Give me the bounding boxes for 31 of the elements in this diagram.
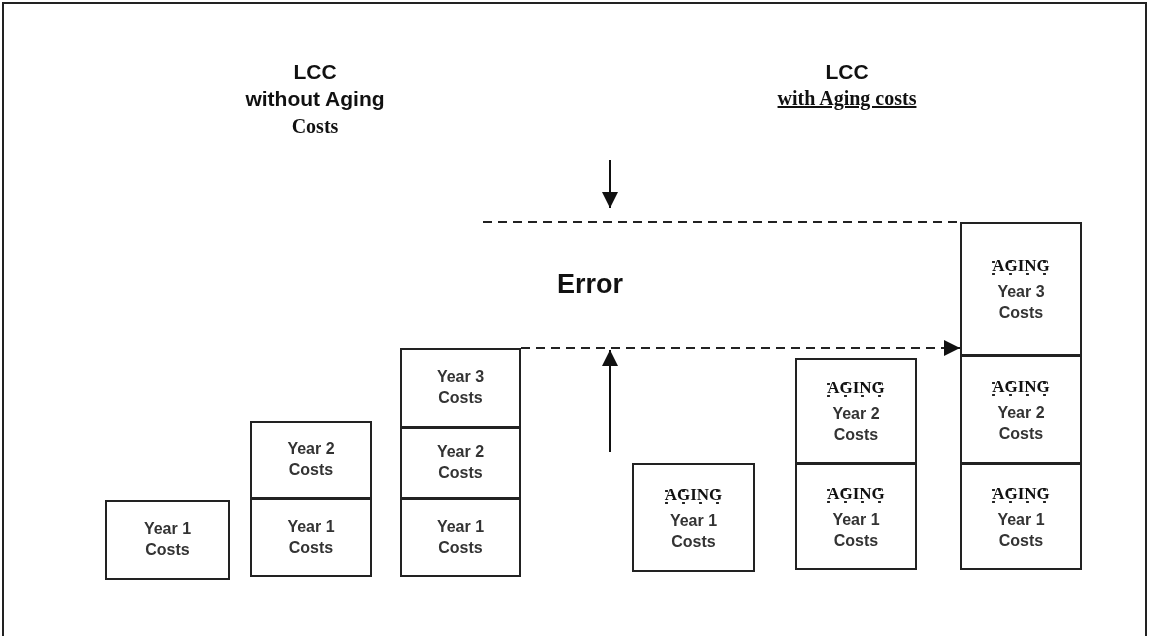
cost-box — [105, 500, 230, 580]
cost-label: Year 1 Costs — [286, 516, 336, 558]
cost-label: Year 1 Costs — [831, 509, 881, 551]
arrow — [520, 340, 961, 356]
cost-label: Year 2 Costs — [286, 439, 336, 480]
heading: with Aging costs — [776, 86, 918, 112]
cost-box — [400, 348, 521, 428]
cost-box — [795, 358, 917, 464]
cost-label: Year 2 Costs — [435, 442, 486, 483]
cost-label: Year 1 Costs — [435, 516, 486, 558]
cost-box — [795, 463, 917, 570]
cost-box — [960, 355, 1082, 464]
cost-label: Year 2 Costs — [831, 404, 881, 445]
cost-label: Year 2 Costs — [996, 402, 1046, 444]
heading: without Aging — [244, 86, 386, 112]
cost-label: Year 1 Costs — [668, 510, 719, 552]
cost-label: Year 3 Costs — [996, 282, 1046, 323]
cost-box — [250, 421, 372, 499]
cost-label: Year 1 Costs — [996, 509, 1046, 551]
cost-box — [960, 222, 1082, 356]
heading: LCC — [824, 59, 870, 85]
error-label: Error — [556, 268, 624, 301]
cost-box — [960, 463, 1082, 570]
heading: LCC — [292, 59, 338, 85]
cost-box — [400, 498, 521, 577]
cost-label: Year 1 Costs — [142, 519, 193, 560]
cost-box — [400, 427, 521, 499]
cost-box — [250, 498, 372, 577]
cost-label: Year 3 Costs — [435, 367, 486, 408]
cost-box — [632, 463, 755, 572]
heading: Costs — [290, 114, 340, 139]
